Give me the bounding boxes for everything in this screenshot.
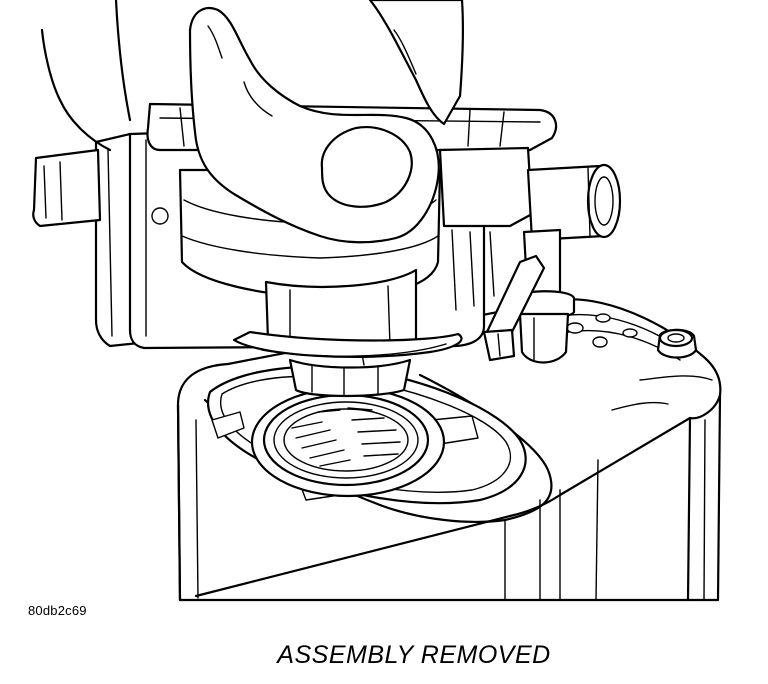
hand-with-fingers	[42, 0, 463, 242]
figure-code: 80db2c69	[28, 603, 87, 618]
filter-strainer	[252, 388, 444, 496]
release-tab	[484, 256, 544, 360]
figure-caption: ASSEMBLY REMOVED	[277, 641, 551, 669]
